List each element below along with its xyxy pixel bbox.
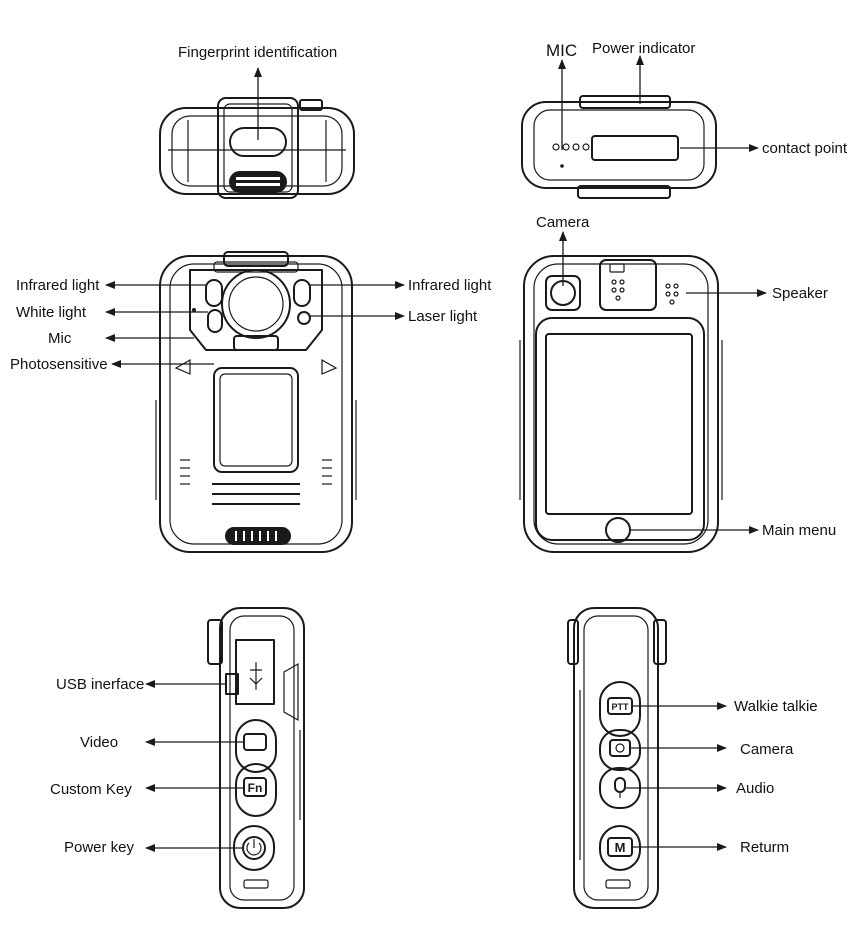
left-side-device: Fn [207, 607, 305, 909]
contact-point-strip [591, 135, 679, 161]
camera-lens-icon [221, 269, 291, 339]
audio-button-icon[interactable] [614, 777, 626, 798]
usb-icon [249, 662, 263, 690]
label-power-key: Power key [64, 839, 135, 856]
camera-button-icon[interactable] [609, 739, 631, 757]
label-custom-key: Custom Key [50, 781, 132, 798]
label-white-light: White light [16, 304, 87, 321]
label-camera-side: Camera [740, 741, 794, 758]
label-audio: Audio [736, 780, 774, 797]
label-main-menu: Main menu [762, 522, 836, 539]
fn-button[interactable]: Fn [243, 777, 267, 797]
infrared-light-left [205, 279, 223, 307]
m-button[interactable]: M [607, 837, 633, 857]
label-camera-back: Camera [536, 214, 590, 231]
home-button-icon[interactable] [605, 517, 631, 543]
laser-light [297, 311, 311, 325]
ptt-icon: PTT [612, 702, 630, 712]
label-infrared-left: Infrared light [16, 277, 100, 294]
m-icon: M [615, 840, 626, 855]
label-fingerprint: Fingerprint identification [178, 44, 337, 61]
label-mic-top: MIC [546, 41, 577, 60]
ptt-button[interactable]: PTT [607, 697, 633, 715]
label-video: Video [80, 734, 118, 751]
label-laser-light: Laser light [408, 308, 478, 325]
label-power-indicator: Power indicator [592, 40, 695, 57]
label-walkie-talkie: Walkie talkie [734, 698, 818, 715]
power-button-icon[interactable] [242, 836, 266, 860]
front-view-device [155, 251, 357, 553]
front-screen [213, 367, 299, 473]
label-usb: USB inerface [56, 676, 144, 693]
fn-icon: Fn [248, 781, 263, 795]
back-view-device [519, 255, 723, 553]
white-light [207, 309, 223, 333]
label-speaker: Speaker [772, 285, 828, 302]
bottom-view-device [521, 95, 717, 199]
video-button-icon[interactable] [243, 733, 267, 751]
label-infrared-right: Infrared light [408, 277, 492, 294]
right-side-device: PTT M [567, 607, 667, 909]
label-mic-front: Mic [48, 330, 72, 347]
infrared-light-right [293, 279, 311, 307]
label-return: Returm [740, 839, 789, 856]
back-screen [535, 317, 705, 541]
top-view-device [159, 97, 355, 199]
label-photosensitive: Photosensitive [10, 356, 108, 373]
label-contact-point: contact point [762, 140, 848, 157]
